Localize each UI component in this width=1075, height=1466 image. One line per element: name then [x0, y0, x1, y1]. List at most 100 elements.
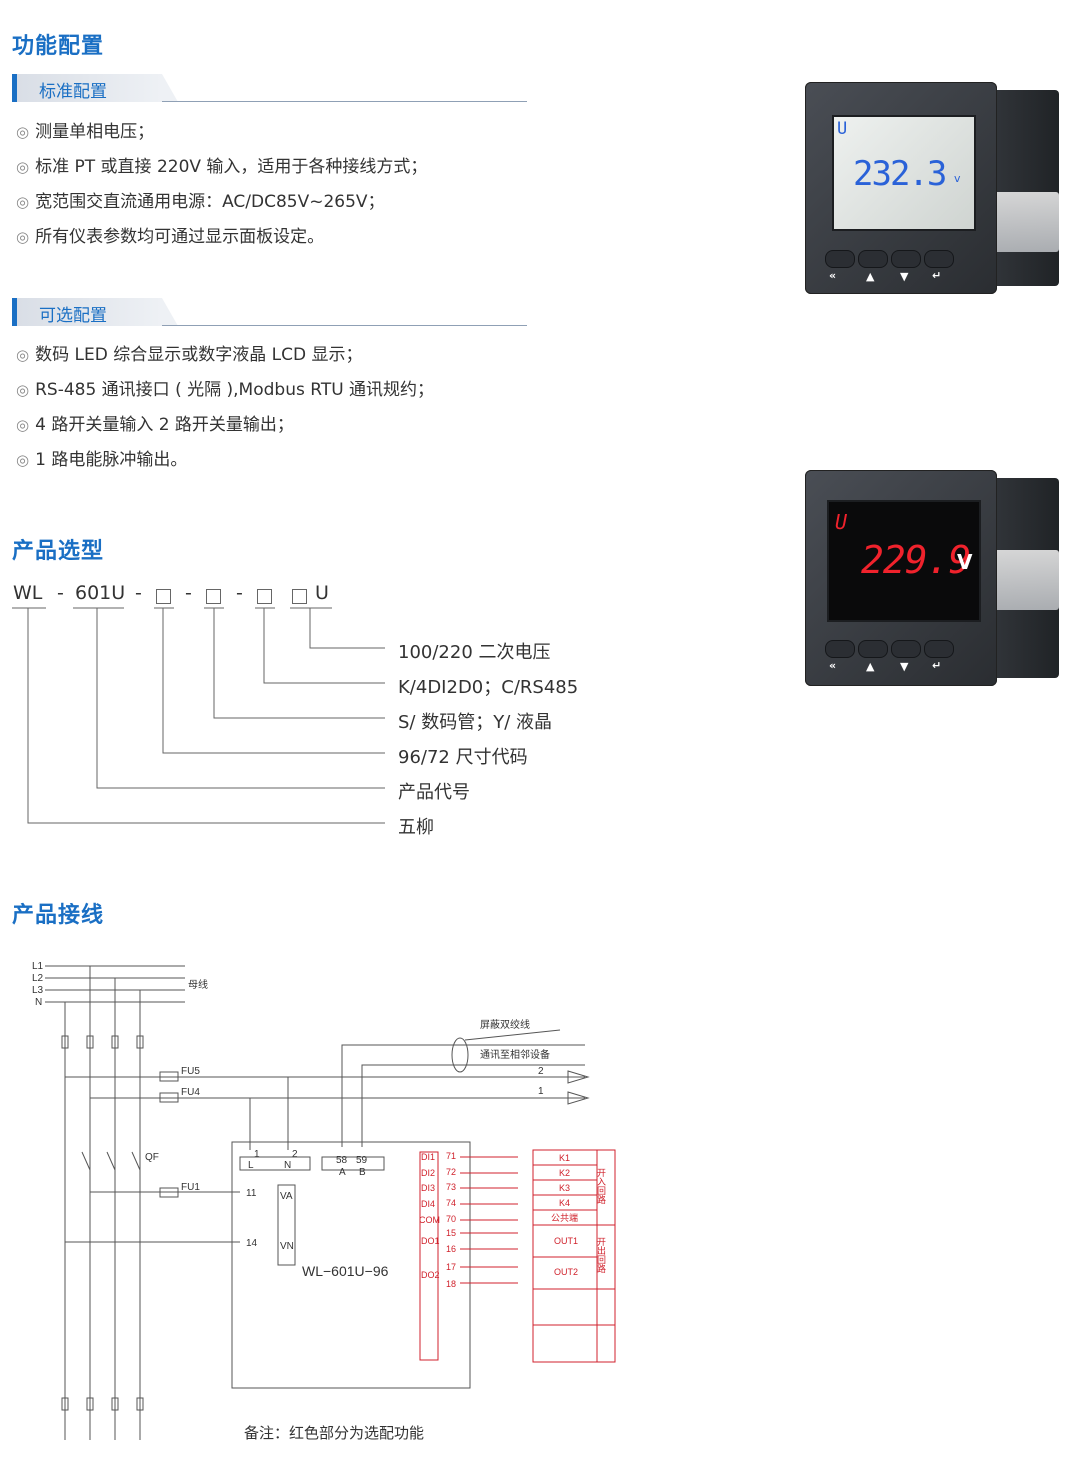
- label-model: WL−601U−96: [302, 1263, 389, 1279]
- label-in-group: 开入回路: [596, 1168, 606, 1205]
- label-comm: 通讯至相邻设备: [480, 1048, 550, 1061]
- svg-text:DI2: DI2: [421, 1168, 435, 1178]
- svg-text:OUT2: OUT2: [554, 1267, 578, 1277]
- label-tA: A: [339, 1167, 346, 1178]
- code-box: [156, 587, 171, 609]
- label-t14: 14: [246, 1238, 258, 1249]
- optional-config-list: ◎数码 LED 综合显示或数字液晶 LCD 显示； ◎RS-485 通讯接口 (…: [16, 343, 434, 483]
- list-item: ◎数码 LED 综合显示或数字液晶 LCD 显示；: [16, 345, 363, 365]
- back-icon: «: [829, 659, 837, 672]
- list-item: ◎1 路电能脉冲输出。: [16, 450, 188, 470]
- features-title: 功能配置: [12, 34, 105, 59]
- list-item: ◎测量单相电压；: [16, 122, 155, 142]
- note: 备注：红色部分为选配功能: [244, 1424, 425, 1442]
- led-value: 229.9: [861, 538, 971, 582]
- svg-text:18: 18: [446, 1279, 456, 1289]
- label-fu4: FU4: [181, 1087, 200, 1098]
- svg-text:73: 73: [446, 1182, 456, 1192]
- led-unit: U: [835, 510, 848, 534]
- svg-text:K1: K1: [559, 1153, 570, 1163]
- svg-text:17: 17: [446, 1262, 456, 1272]
- lcd-meter-image: U 232.3 v « ▲ ▼ ↵: [805, 82, 1061, 294]
- label-fu5: FU5: [181, 1066, 200, 1077]
- lcd-value: 232.3: [853, 154, 947, 194]
- code-dash: -: [57, 582, 64, 604]
- standard-config-header: 标准配置: [12, 74, 527, 104]
- svg-text:DI4: DI4: [421, 1199, 435, 1209]
- down-icon: ▼: [900, 660, 909, 673]
- optional-config-label: 可选配置: [39, 306, 107, 326]
- svg-text:OUT1: OUT1: [554, 1236, 578, 1246]
- label-N: N: [35, 997, 42, 1008]
- selection-title: 产品选型: [12, 539, 105, 564]
- label-t59: 59: [356, 1155, 368, 1166]
- label-L3: L3: [32, 985, 44, 996]
- label-L1: L1: [32, 961, 44, 972]
- label-vn: VN: [280, 1241, 294, 1252]
- label-fu1: FU1: [181, 1182, 200, 1193]
- enter-icon: ↵: [932, 659, 942, 672]
- label-L2: L2: [32, 973, 44, 984]
- label-t1: 1: [254, 1149, 260, 1160]
- code-suffix: U: [315, 582, 329, 604]
- code-model: 601U: [75, 582, 126, 604]
- label-tN: N: [284, 1160, 291, 1171]
- svg-text:COM: COM: [419, 1215, 440, 1225]
- svg-text:K2: K2: [559, 1168, 570, 1178]
- code-dash: -: [236, 582, 243, 604]
- optional-config-header: 可选配置: [12, 298, 527, 328]
- list-item: ◎所有仪表参数均可通过显示面板设定。: [16, 227, 325, 247]
- svg-text:16: 16: [446, 1244, 456, 1254]
- lcd-v: v: [954, 172, 961, 185]
- svg-text:70: 70: [446, 1214, 456, 1224]
- label-shield: 屏蔽双绞线: [480, 1018, 530, 1031]
- svg-text:DI1: DI1: [421, 1152, 435, 1162]
- down-icon: ▼: [900, 270, 909, 283]
- standard-config-label: 标准配置: [39, 82, 107, 102]
- list-item: ◎标准 PT 或直接 220V 输入，适用于各种接线方式；: [16, 157, 428, 177]
- svg-text:K4: K4: [559, 1198, 570, 1208]
- lcd-unit: U: [837, 119, 848, 139]
- label-t11: 11: [246, 1188, 257, 1199]
- back-icon: «: [829, 269, 837, 282]
- code-box: [292, 587, 307, 609]
- code-label-display: S/ 数码管；Y/ 液晶: [398, 712, 552, 733]
- led-meter-image: U 229.9 V « ▲ ▼ ↵: [805, 470, 1061, 686]
- code-label-size: 96/72 尺寸代码: [398, 747, 528, 768]
- code-dash: -: [185, 582, 192, 604]
- code-label-voltage: 100/220 二次电压: [398, 642, 551, 663]
- model-code-leader-lines: [12, 607, 385, 824]
- code-box: [257, 587, 272, 609]
- svg-text:DO1: DO1: [421, 1236, 440, 1246]
- up-icon: ▲: [866, 660, 875, 673]
- code-dash: -: [135, 582, 142, 604]
- code-box: [206, 587, 221, 609]
- label-qf: QF: [145, 1152, 159, 1163]
- list-item: ◎RS-485 通讯接口 ( 光隔 ),Modbus RTU 通讯规约；: [16, 380, 435, 400]
- svg-text:DI3: DI3: [421, 1183, 435, 1193]
- enter-icon: ↵: [932, 269, 942, 282]
- label-va: VA: [280, 1191, 293, 1202]
- svg-text:72: 72: [446, 1167, 456, 1177]
- svg-text:K3: K3: [559, 1183, 570, 1193]
- led-v: V: [957, 550, 973, 574]
- svg-text:公共端: 公共端: [551, 1212, 578, 1223]
- label-tL: L: [248, 1160, 254, 1171]
- standard-config-list: ◎测量单相电压； ◎标准 PT 或直接 220V 输入，适用于各种接线方式； ◎…: [16, 120, 427, 260]
- code-label-io: K/4DI2D0；C/RS485: [398, 677, 579, 698]
- svg-text:DO2: DO2: [421, 1270, 440, 1280]
- label-tB: B: [359, 1167, 366, 1178]
- code-label-product: 产品代号: [398, 782, 470, 803]
- label-t2: 2: [292, 1149, 298, 1160]
- wiring-diagram: L1 L2 L3 N 母线 屏蔽双绞线 通讯至相邻设备 2 1 FU5 FU4 …: [32, 961, 616, 1440]
- list-item: ◎4 路开关量输入 2 路开关量输出；: [16, 415, 294, 435]
- label-out-group: 开出回路: [596, 1237, 606, 1274]
- label-bus: 母线: [188, 978, 208, 991]
- code-prefix: WL: [13, 582, 43, 604]
- svg-text:15: 15: [446, 1228, 456, 1238]
- svg-text:74: 74: [446, 1198, 456, 1208]
- label-num2: 2: [538, 1066, 544, 1077]
- code-label-brand: 五柳: [398, 817, 434, 838]
- wiring-title: 产品接线: [12, 903, 105, 928]
- up-icon: ▲: [866, 270, 875, 283]
